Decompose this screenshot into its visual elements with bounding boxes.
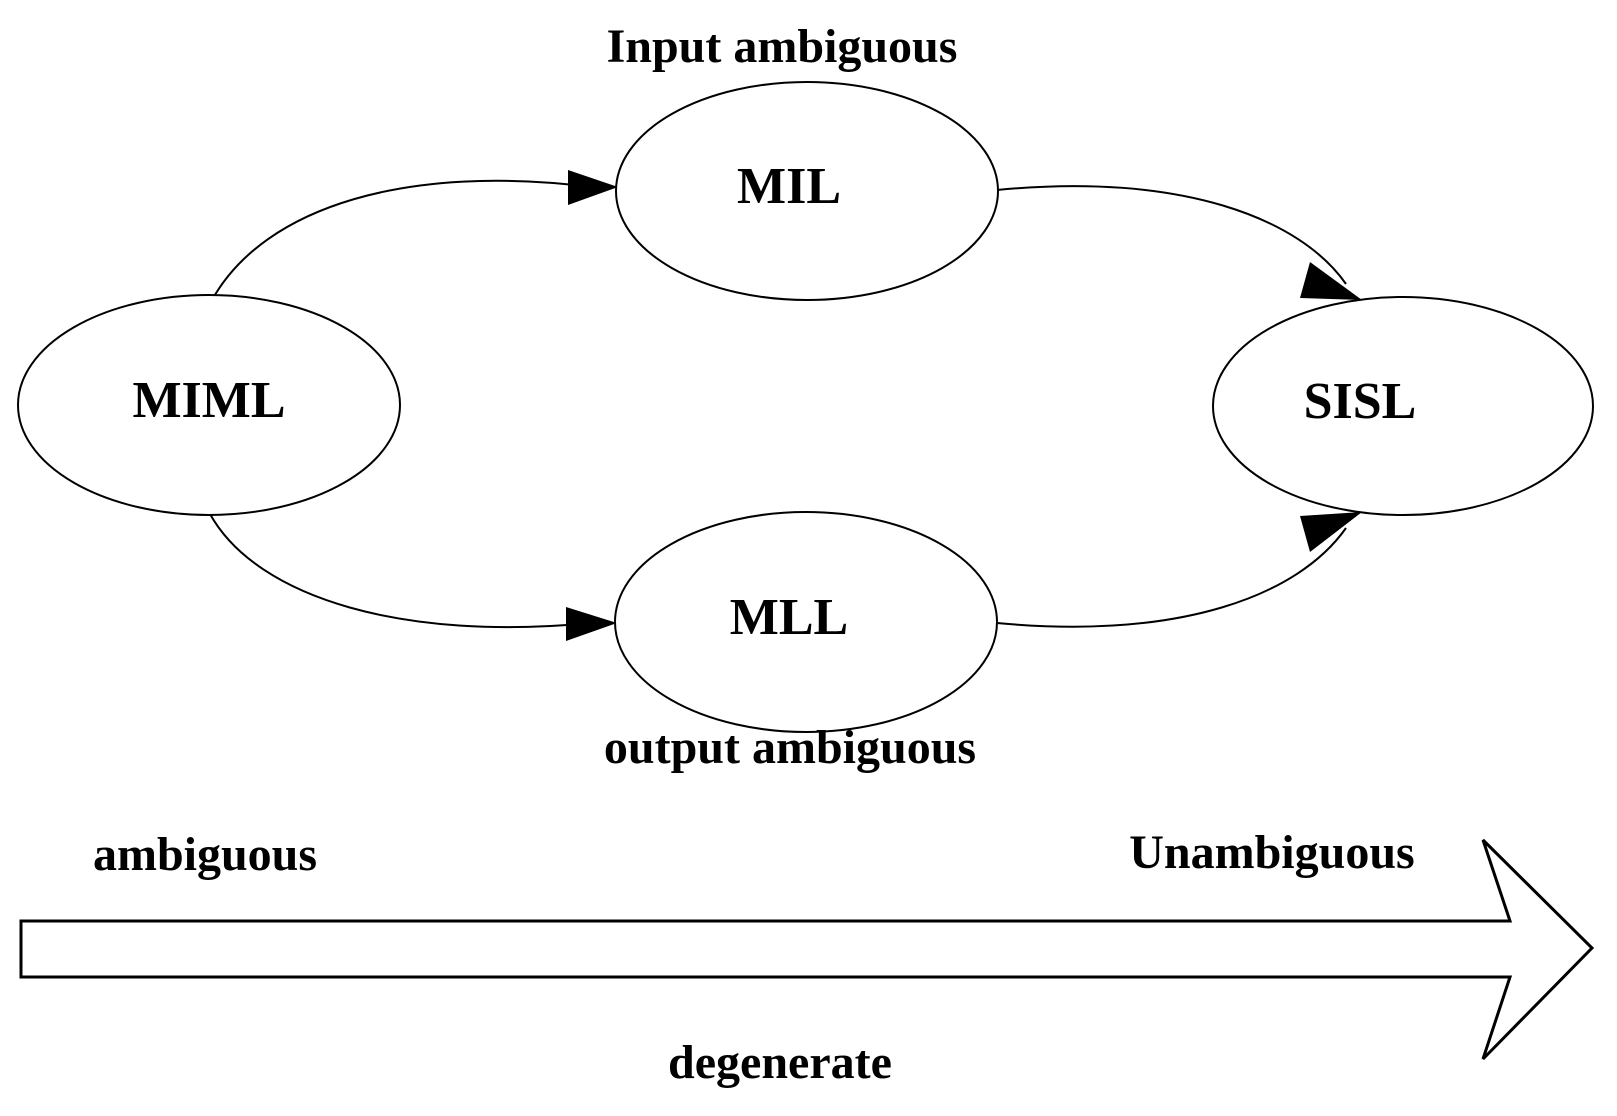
edge-curve-mll-sisl	[996, 527, 1347, 628]
node-sisl-ellipse[interactable]	[1212, 296, 1594, 516]
node-miml-label: MIML	[132, 372, 285, 429]
edge-curve-mil-sisl	[996, 185, 1347, 285]
edge-miml-to-mil	[211, 170, 618, 301]
edge-miml-to-mll	[209, 513, 617, 641]
spectrum-below-label: degenerate	[668, 1036, 892, 1089]
edge-curve-miml-mll	[209, 513, 591, 629]
node-mll-label: MLL	[730, 589, 848, 646]
edge-mil-to-sisl	[996, 185, 1362, 300]
node-mll[interactable]: MLL	[614, 511, 998, 733]
node-mil-label: MIL	[737, 158, 841, 215]
spectrum-arrow	[19, 838, 1595, 1061]
node-sisl[interactable]: SISL	[1212, 296, 1594, 516]
bottom-caption-output-ambiguous: output ambiguous	[604, 721, 976, 774]
arrowhead-mll-sisl	[1300, 512, 1362, 552]
spectrum-left-label: ambiguous	[93, 828, 317, 881]
node-mll-ellipse[interactable]	[614, 511, 998, 733]
node-miml[interactable]: MIML	[17, 294, 401, 516]
edge-curve-miml-mil	[211, 179, 593, 301]
spectrum-arrow-shape	[19, 838, 1595, 1061]
node-mil[interactable]: MIL	[615, 81, 999, 301]
top-caption-input-ambiguous: Input ambiguous	[607, 20, 958, 73]
arrowhead-mil-sisl	[1300, 262, 1362, 300]
node-miml-ellipse[interactable]	[17, 294, 401, 516]
arrowhead-miml-mll	[566, 607, 617, 641]
node-sisl-label: SISL	[1304, 373, 1417, 430]
edge-mll-to-sisl	[996, 512, 1362, 628]
arrowhead-miml-mil	[568, 170, 618, 205]
spectrum-right-label: Unambiguous	[1129, 826, 1414, 879]
node-mil-ellipse[interactable]	[615, 81, 999, 301]
